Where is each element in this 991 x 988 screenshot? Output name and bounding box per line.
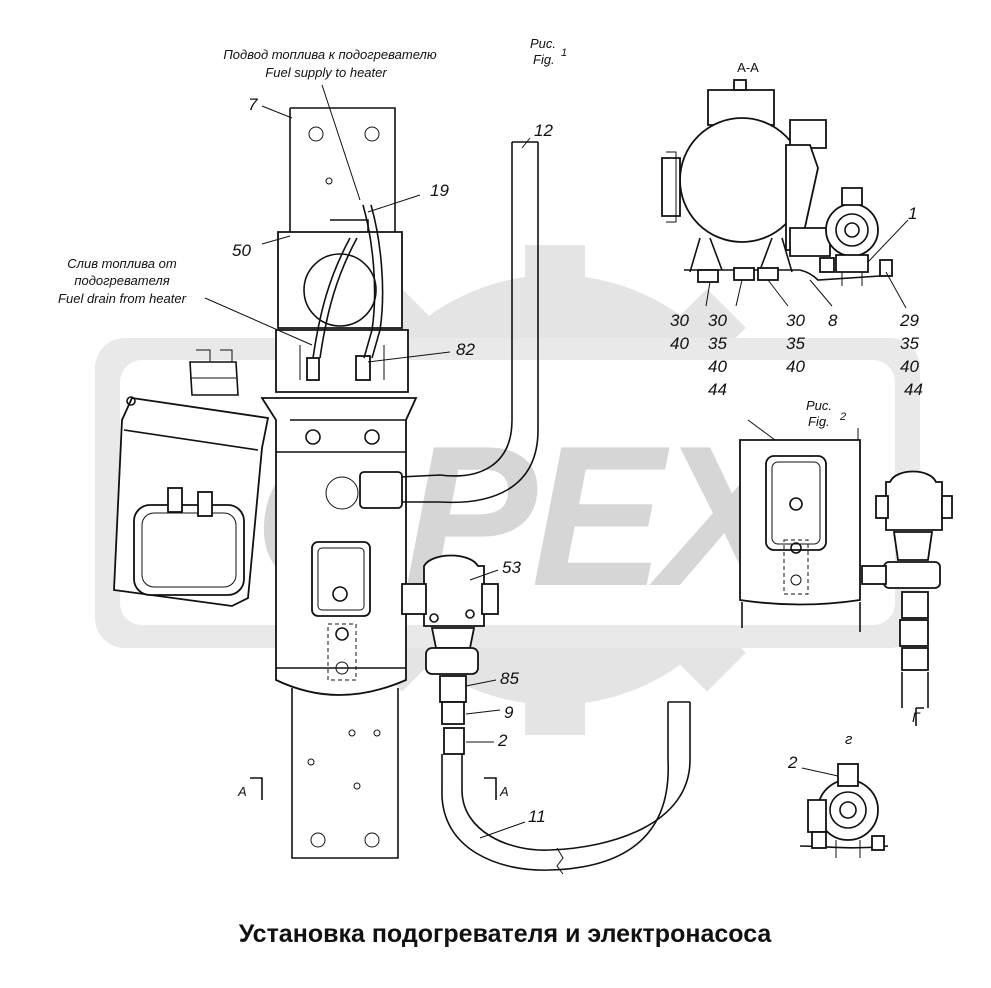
fuel-drain-label-ru-1: Слив топлива от xyxy=(67,256,177,271)
section-mark-a-left: А xyxy=(237,784,247,799)
fig1-label-en: Fig. xyxy=(533,52,555,67)
section-mark-a-right: А xyxy=(499,784,509,799)
callout-column-2-line: 30 xyxy=(708,311,727,330)
view-g-mark: Г xyxy=(912,709,921,725)
callout-column-4: 29 35 40 44 xyxy=(899,311,923,399)
callout-53: 53 xyxy=(502,558,521,577)
fig2-number: 2 xyxy=(839,411,846,423)
callout-column-2-line: 35 xyxy=(708,334,727,353)
callout-1: 1 xyxy=(908,204,917,223)
clamp-50 xyxy=(277,219,403,329)
callout-column-2-line: 44 xyxy=(708,380,727,399)
callout-column-2: 30 35 40 44 xyxy=(708,311,727,399)
drawing-title: Установка подогревателя и электронасоса xyxy=(239,920,773,948)
section-aa-title: А-А xyxy=(737,60,759,75)
callout-9: 9 xyxy=(504,703,514,722)
callout-7: 7 xyxy=(248,95,258,114)
collar-82 xyxy=(275,329,409,393)
callout-2-main: 2 xyxy=(497,731,508,750)
callout-column-2-line: 40 xyxy=(708,357,727,376)
callout-column-3-line: 40 xyxy=(786,357,805,376)
callout-column-3: 30 35 40 xyxy=(786,311,805,376)
callout-11: 11 xyxy=(528,807,546,826)
callout-column-4-line: 35 xyxy=(900,334,919,353)
air-intake-unit xyxy=(113,349,270,607)
fuel-supply-label-ru: Подвод топлива к подогревателю xyxy=(223,47,436,62)
section-marks xyxy=(250,777,497,800)
callout-column-3-line: 30 xyxy=(786,311,805,330)
callout-column-3-line: 35 xyxy=(786,334,805,353)
callout-column-1: 30 40 xyxy=(670,311,689,353)
fuel-supply-label-en: Fuel supply to heater xyxy=(265,65,387,80)
fuel-pipes-19 xyxy=(312,204,384,359)
pipe-12 xyxy=(359,141,539,509)
callout-82: 82 xyxy=(456,340,475,359)
fig1-label-ru: Рис. xyxy=(530,36,556,51)
fuel-drain-label-ru-2: подогревателя xyxy=(74,273,169,288)
callout-50: 50 xyxy=(232,241,251,260)
callout-column-4-line: 44 xyxy=(904,380,923,399)
fig2-label-ru: Рис. xyxy=(806,398,832,413)
bracket-7 xyxy=(289,107,399,859)
hose-11 xyxy=(441,701,691,875)
callout-8: 8 xyxy=(828,311,838,330)
callout-12: 12 xyxy=(534,121,553,140)
view-g-title: г xyxy=(845,731,853,748)
callout-2-view-g: 2 xyxy=(787,753,798,772)
section-aa-view xyxy=(661,79,893,286)
heater-body xyxy=(260,397,418,696)
callout-85: 85 xyxy=(500,669,519,688)
view-g xyxy=(799,763,889,858)
fig2-label-en: Fig. xyxy=(808,414,830,429)
leader-lines xyxy=(204,84,909,839)
pump-53 xyxy=(401,554,499,755)
callout-column-1-line: 30 xyxy=(670,311,689,330)
callout-19: 19 xyxy=(430,181,449,200)
fuel-drain-label-en: Fuel drain from heater xyxy=(58,291,187,306)
callout-column-1-line: 40 xyxy=(670,334,689,353)
fig1-number: 1 xyxy=(561,47,567,59)
callout-column-4-line: 29 xyxy=(899,311,919,330)
callout-column-4-line: 40 xyxy=(900,357,919,376)
fig2-view xyxy=(739,419,953,726)
